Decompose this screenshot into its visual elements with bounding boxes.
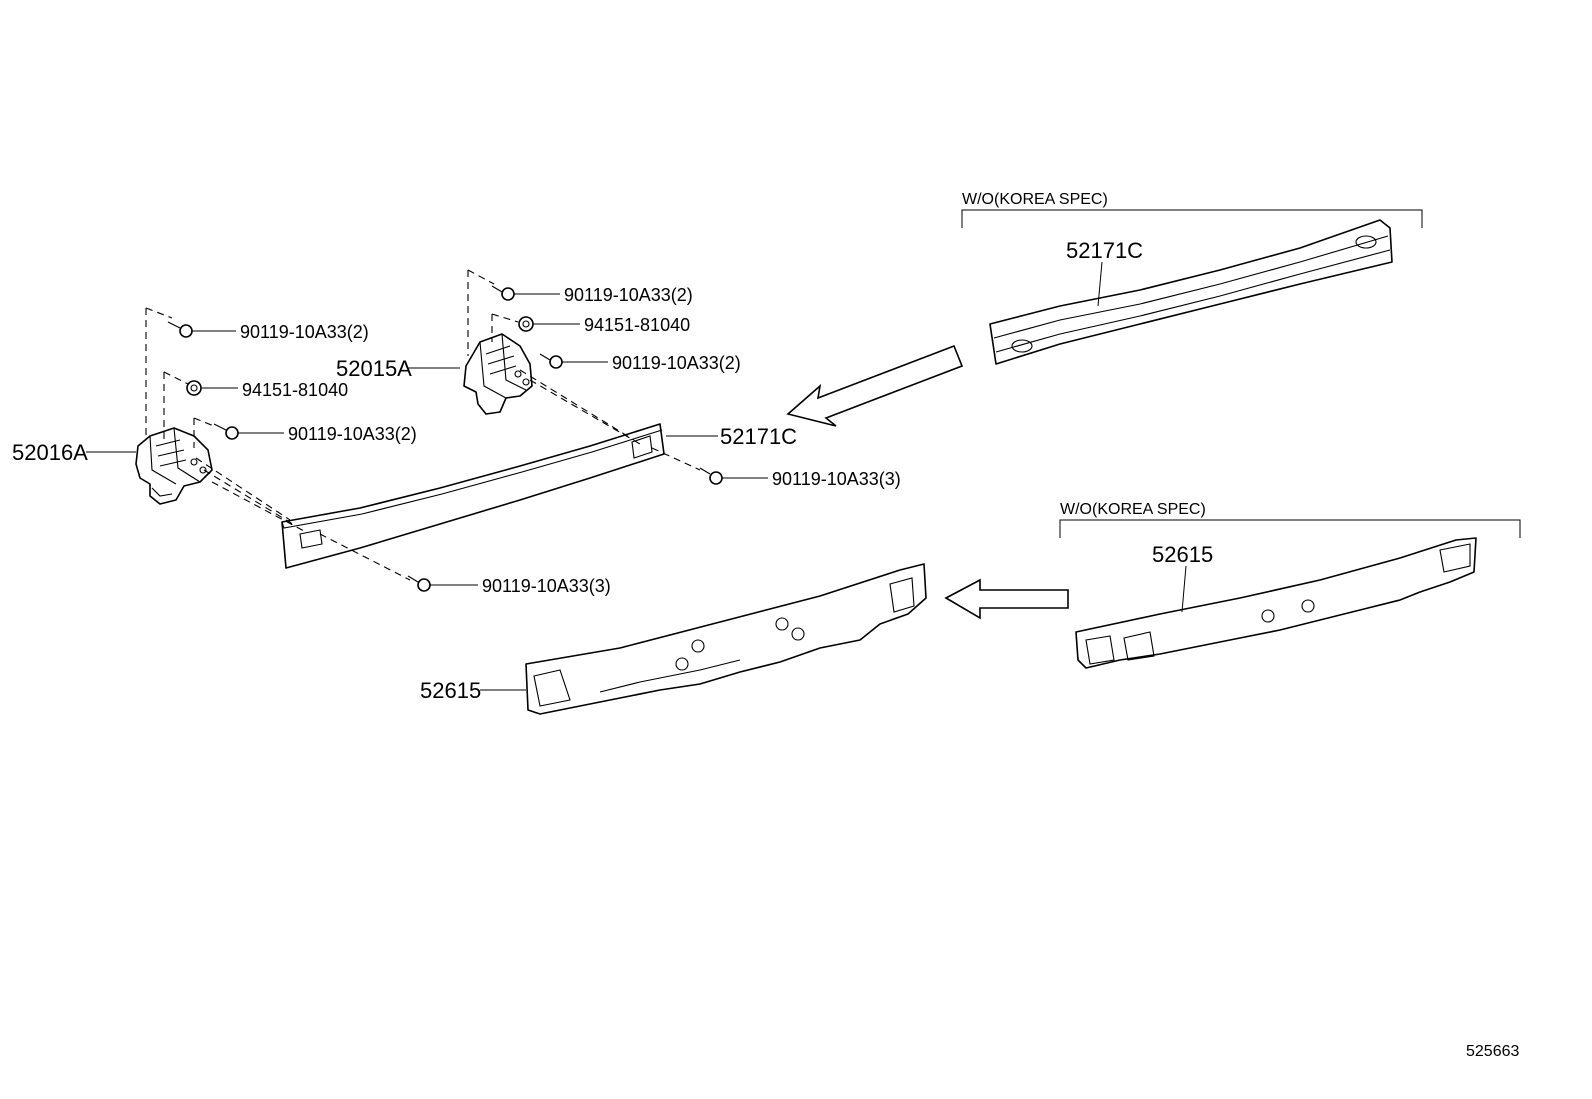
replacement-arrow-upper-icon — [786, 344, 964, 427]
label-nut-right: 94151-81040 — [584, 315, 690, 335]
leader-lines — [86, 261, 1187, 691]
nut-left-icon — [186, 380, 202, 396]
bolt-right-side-icon — [539, 353, 563, 369]
label-bracket-52016a: 52016A — [12, 440, 88, 465]
bolt-left-top-icon — [167, 321, 193, 338]
absorber-52615-alt — [1075, 537, 1477, 669]
label-bolt-left-side: 90119-10A33(2) — [288, 424, 417, 444]
label-bolt-right-side: 90119-10A33(2) — [612, 353, 741, 373]
label-absorber-alt: 52615 — [1152, 542, 1213, 567]
label-bolt-right-top: 90119-10A33(2) — [564, 285, 693, 305]
absorber-52615-main — [525, 563, 927, 715]
label-spec-lower: W/O(KOREA SPEC) — [1060, 501, 1206, 518]
label-spec-upper: W/O(KOREA SPEC) — [962, 191, 1108, 208]
replacement-arrow-lower-icon — [944, 578, 1069, 620]
bolt-right-top-icon — [491, 285, 515, 301]
label-reinforcement-alt: 52171C — [1066, 238, 1143, 263]
bracket-52015a — [463, 333, 533, 415]
assembly-guide-lines — [145, 269, 701, 581]
reinforcement-52171c-alt — [989, 219, 1393, 365]
label-reinforcement-main: 52171C — [720, 424, 797, 449]
label-absorber-main: 52615 — [420, 678, 481, 703]
label-bolt-left-end: 90119-10A33(3) — [482, 576, 611, 596]
illustration-id: 525663 — [1466, 1043, 1519, 1060]
label-bolt-right-end: 90119-10A33(3) — [772, 469, 901, 489]
reinforcement-52171c-main — [281, 423, 665, 569]
bracket-52016a — [135, 427, 213, 505]
bolt-left-end-icon — [407, 575, 431, 592]
bolt-right-end-icon — [699, 467, 723, 485]
label-nut-left: 94151-81040 — [242, 380, 348, 400]
spec-bracket-upper — [961, 209, 1423, 228]
spec-bracket-lower — [1059, 519, 1521, 538]
bolt-left-side-icon — [213, 423, 239, 440]
label-bracket-52015a: 52015A — [336, 356, 412, 381]
label-bolt-left-top: 90119-10A33(2) — [240, 322, 369, 342]
nut-right-icon — [518, 316, 534, 332]
